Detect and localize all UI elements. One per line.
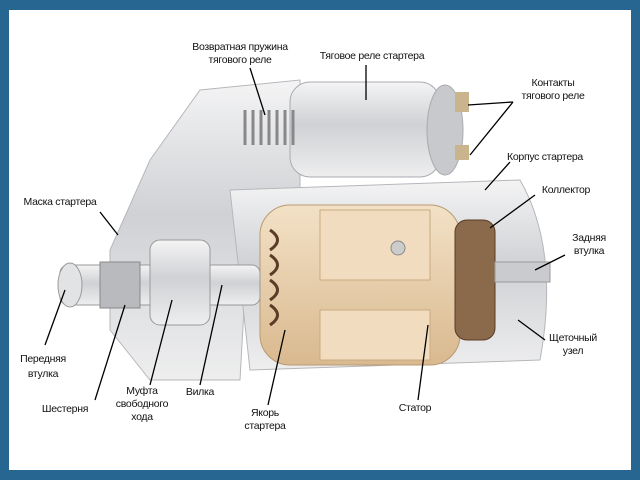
label-line: Возвратная пружина — [192, 41, 288, 53]
label-line: свободного — [115, 398, 169, 410]
label-line: Корпус стартера — [507, 151, 583, 163]
label-commutator: Коллектор — [541, 184, 591, 197]
label-line: Передняя — [20, 353, 66, 365]
leader-lines — [44, 65, 566, 406]
label-line: Тяговое реле стартера — [319, 50, 425, 62]
label-line: тягового реле — [208, 54, 272, 66]
label-line: хода — [131, 411, 153, 423]
label-line: Контакты — [531, 77, 575, 89]
label-line: Статор — [398, 402, 432, 414]
label-front-cover: Маска стартера — [24, 196, 97, 209]
label-line: Вилка — [185, 386, 215, 398]
label-line: Муфта — [126, 385, 158, 397]
label-line: Якорь — [251, 407, 279, 419]
commutator-shape — [454, 219, 496, 341]
pinion-shape — [99, 261, 141, 309]
label-housing: Корпус стартера — [507, 151, 583, 164]
return-spring-shape — [243, 110, 295, 145]
label-line: Коллектор — [541, 184, 591, 196]
label-line: втулка — [27, 368, 59, 380]
label-line: Задняя — [572, 232, 606, 244]
label-line: стартера — [244, 420, 286, 432]
label-line: тягового реле — [521, 90, 585, 102]
label-solenoid: Тяговое реле стартера — [320, 50, 425, 63]
label-stator: Статор — [398, 402, 432, 415]
label-line: Маска стартера — [23, 196, 97, 208]
label-line: узел — [562, 345, 584, 357]
label-line: Шестерня — [41, 403, 89, 415]
solenoid-shape — [289, 81, 441, 178]
label-line: Щеточный — [549, 332, 597, 344]
label-pinion-gear: Шестерня — [42, 403, 88, 416]
label-front-bushing: Передняя втулка — [20, 352, 66, 382]
label-line: втулка — [573, 245, 605, 257]
label-fork: Вилка — [186, 386, 214, 399]
